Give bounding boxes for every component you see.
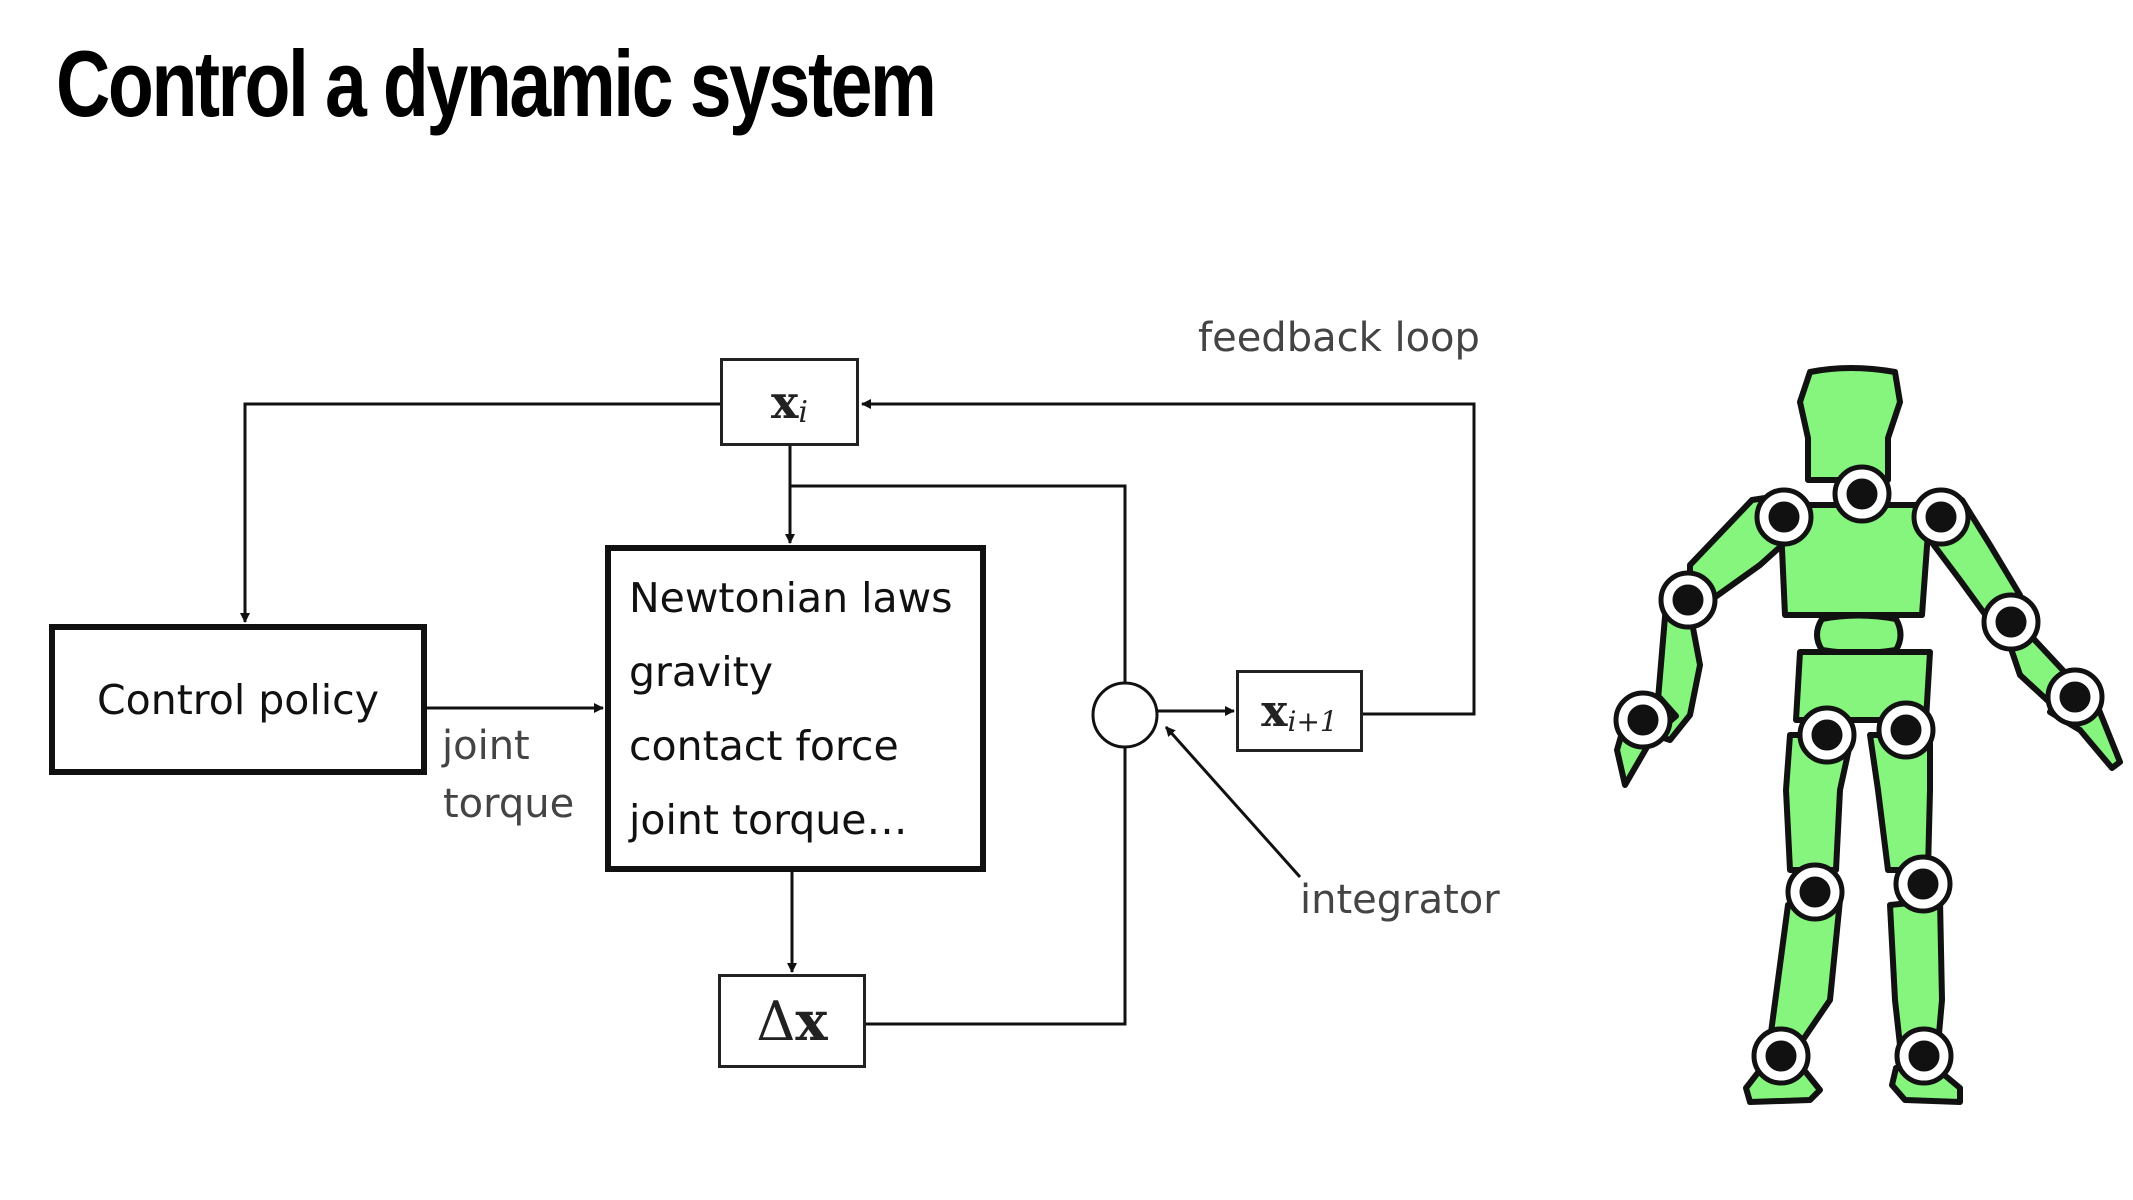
- torque-label: torque: [443, 781, 575, 827]
- dynamics-line: joint torque…: [629, 796, 908, 844]
- delta-to-integrator-line: [866, 747, 1127, 1026]
- next-state-symbol: x: [1261, 685, 1288, 737]
- figure-head: [1797, 365, 1903, 483]
- figure-waist: [1814, 612, 1904, 656]
- dynamics-line: gravity: [629, 648, 774, 696]
- figure-right-shin: [1887, 897, 1945, 1048]
- dynamics-line: contact force: [629, 722, 899, 770]
- humanoid-figure-illustration: [1613, 365, 2123, 1105]
- integrator-label: integrator: [1300, 877, 1500, 923]
- integrator-node: [1091, 681, 1159, 749]
- control-policy-box: Control policy: [49, 624, 427, 775]
- state-subscript: i: [798, 394, 809, 430]
- control-policy-label: Control policy: [97, 675, 379, 724]
- joint-label: joint: [442, 723, 530, 769]
- feedback-loop-label: feedback loop: [1198, 315, 1480, 361]
- state-to-integrator-line: [790, 484, 1127, 683]
- figure-joints: [1613, 464, 2105, 1086]
- next-state-subscript: i+1: [1287, 704, 1338, 738]
- feedback-loop-arrow: [861, 399, 1476, 716]
- delta-variable: x: [795, 989, 828, 1053]
- delta-symbol: Δ: [756, 989, 796, 1053]
- dynamics-line: Newtonian laws: [629, 574, 953, 622]
- integrator-pointer-arrow: [1164, 726, 1302, 878]
- state-to-policy-arrow: [240, 402, 720, 623]
- dynamics-box: Newtonian laws gravity contact force joi…: [605, 545, 986, 872]
- state-symbol: x: [770, 375, 799, 429]
- slide-title: Control a dynamic system: [56, 31, 937, 136]
